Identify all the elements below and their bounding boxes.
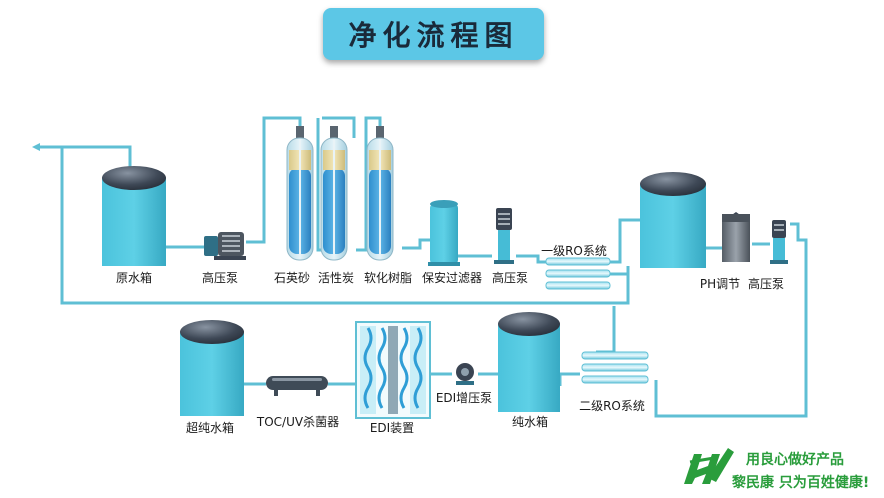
ultra-pure-tank-label: 超纯水箱 — [186, 420, 234, 435]
edi-device — [355, 321, 431, 419]
pure-water-tank — [498, 312, 560, 412]
toc-uv-label: TOC/UV杀菌器 — [256, 414, 339, 429]
toc-uv-sterilizer — [266, 376, 328, 396]
primary-ro-label: 一级RO系统 — [541, 244, 607, 258]
edi-booster-pump — [456, 363, 474, 385]
title-banner: 净化流程图 — [323, 8, 544, 60]
secondary-ro-system — [581, 351, 649, 384]
inlet-arrow-icon — [32, 143, 40, 151]
ph-adjustment-unit — [722, 212, 750, 262]
raw-water-tank-label: 原水箱 — [116, 270, 152, 285]
pump-3-label: 高压泵 — [748, 276, 784, 291]
page-title: 净化流程图 — [348, 19, 519, 52]
security-filter — [428, 200, 460, 266]
quartz-sand-column — [286, 126, 314, 261]
slogan-line-2: 黎民康 只为百姓健康! — [732, 475, 870, 491]
softening-resin-column — [366, 126, 394, 261]
pipe-network — [35, 116, 808, 418]
edi-booster-label: EDI增压泵 — [436, 391, 492, 405]
primary-ro-system — [545, 257, 611, 290]
secondary-ro-label: 二级RO系统 — [579, 399, 645, 413]
intermediate-water-tank — [640, 172, 706, 268]
brand-logo — [684, 448, 734, 484]
edi-device-label: EDI装置 — [370, 421, 414, 435]
activated-carbon-column — [320, 126, 348, 261]
pump-1-label: 高压泵 — [202, 270, 238, 285]
high-pressure-pump-1 — [204, 232, 246, 260]
softening-resin-label: 软化树脂 — [364, 270, 412, 285]
quartz-sand-label: 石英砂 — [274, 271, 310, 285]
pure-water-tank-label: 纯水箱 — [512, 414, 548, 429]
ph-adjust-label: PH调节 — [700, 277, 740, 291]
high-pressure-pump-3 — [770, 220, 788, 264]
ultra-pure-water-tank — [180, 320, 244, 416]
raw-water-tank — [102, 166, 166, 266]
pump-2-label: 高压泵 — [492, 270, 528, 285]
high-pressure-pump-2 — [494, 208, 514, 264]
slogan-line-1: 用良心做好产品 — [746, 452, 844, 468]
security-filter-label: 保安过滤器 — [422, 270, 482, 285]
activated-carbon-label: 活性炭 — [318, 271, 354, 285]
